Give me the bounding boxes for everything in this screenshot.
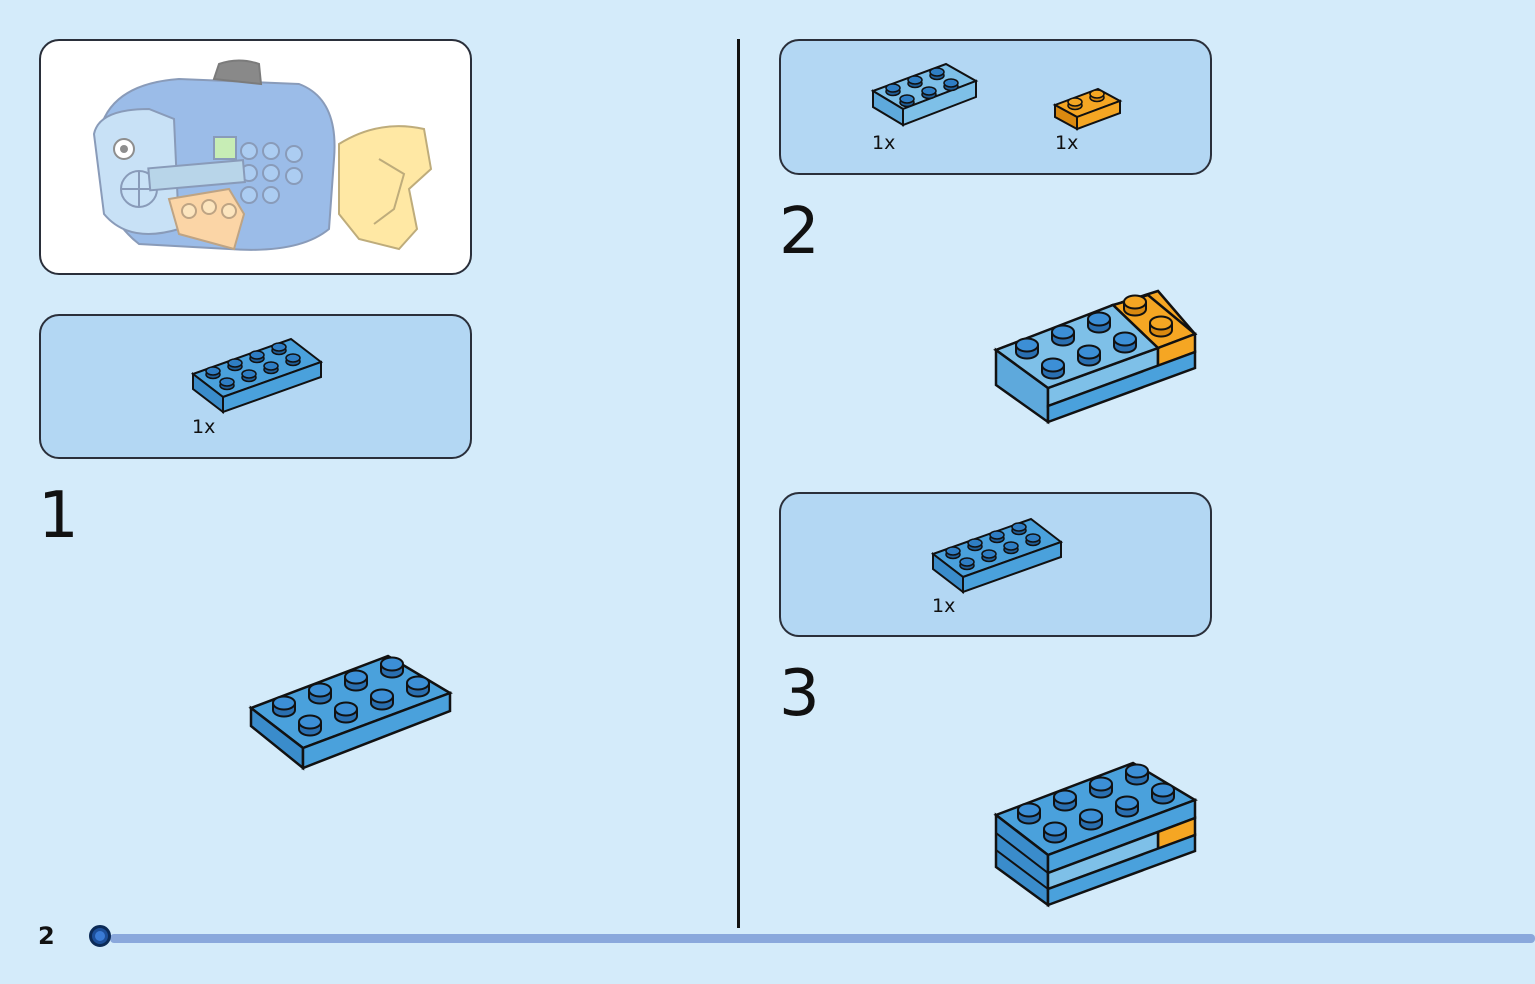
blue-plate-2x4-icon [190, 337, 324, 415]
orange-plate-1x2-icon [1052, 87, 1123, 131]
part-quantity: 1x [932, 595, 956, 617]
progress-indicator-icon [89, 925, 111, 947]
blue-plate-2x4-icon [930, 517, 1064, 595]
step-2-parts-panel: 1x 1x [779, 39, 1212, 175]
step-number: 1 [38, 479, 79, 553]
part-quantity: 1x [1055, 132, 1079, 154]
step-3-assembly-icon [993, 761, 1198, 908]
step-1-assembly-icon [248, 654, 453, 771]
page-divider [737, 39, 740, 928]
fish-model-preview-icon [92, 59, 433, 251]
progress-bar [110, 934, 1535, 943]
part-quantity: 1x [192, 416, 216, 438]
step-3-parts-panel: 1x [779, 492, 1212, 637]
step-2-assembly-icon [993, 289, 1198, 425]
step-1-parts-panel: 1x [39, 314, 472, 459]
step-number: 2 [779, 195, 820, 269]
model-preview-panel [39, 39, 472, 275]
page-number: 2 [38, 922, 55, 950]
part-quantity: 1x [872, 132, 896, 154]
light-blue-plate-2x3-icon [870, 62, 979, 127]
step-number: 3 [779, 657, 820, 731]
